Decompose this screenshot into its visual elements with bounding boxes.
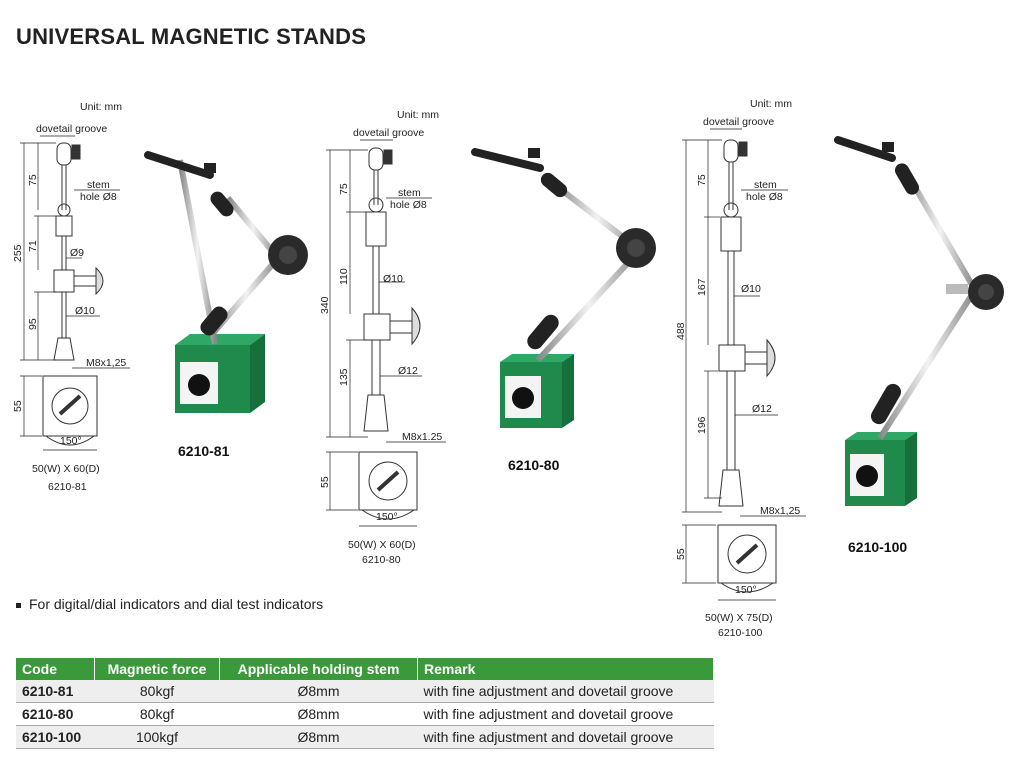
segment-1-length: 75 xyxy=(696,174,708,186)
segment-1-length: 75 xyxy=(338,183,350,195)
overall-length: 488 xyxy=(675,322,687,340)
overall-length: 255 xyxy=(12,244,24,262)
base-size: 50(W) X 60(D) xyxy=(348,539,416,551)
cell-remark: with fine adjustment and dovetail groove xyxy=(417,680,714,703)
table-row: 6210-80 80kgf Ø8mm with fine adjustment … xyxy=(16,702,714,726)
spec-table: Code Magnetic force Applicable holding s… xyxy=(16,658,714,749)
base-size: 50(W) X 60(D) xyxy=(32,463,100,475)
header-code: Code xyxy=(16,658,95,680)
drawing-code: 6210-80 xyxy=(362,554,401,566)
table-header-row: Code Magnetic force Applicable holding s… xyxy=(16,658,714,680)
cell-holding-stem: Ø8mm xyxy=(219,702,418,726)
upper-diameter: Ø10 xyxy=(741,283,761,295)
base-height: 55 xyxy=(319,476,331,488)
cell-remark: with fine adjustment and dovetail groove xyxy=(417,725,714,749)
base-height: 55 xyxy=(12,400,24,412)
cell-magnetic-force: 80kgf xyxy=(94,702,220,726)
photo-code: 6210-80 xyxy=(508,457,560,473)
stem-hole-label: hole Ø8 xyxy=(746,191,783,203)
table-row: 6210-81 80kgf Ø8mm with fine adjustment … xyxy=(16,680,714,703)
product-photo-6210-81: 6210-81 xyxy=(144,151,308,459)
upper-diameter: Ø10 xyxy=(383,273,403,285)
lower-diameter: Ø10 xyxy=(75,305,95,317)
product-drawings: Unit: mm dovetail groove xyxy=(12,98,1004,639)
thread-spec: M8x1,25 xyxy=(86,357,126,369)
unit-label: Unit: mm xyxy=(397,109,439,121)
cell-holding-stem: Ø8mm xyxy=(219,680,418,703)
header-remark: Remark xyxy=(417,658,714,680)
angle-label: 150° xyxy=(376,511,398,523)
technical-drawing-6210-100: Unit: mm dovetail groove xyxy=(675,98,806,639)
upper-diameter: Ø9 xyxy=(70,247,84,259)
segment-2-length: 167 xyxy=(696,278,708,296)
segment-2-length: 71 xyxy=(27,240,39,252)
cell-code: 6210-80 xyxy=(16,702,95,726)
stem-label: stem xyxy=(398,187,421,199)
cell-magnetic-force: 100kgf xyxy=(94,725,220,749)
segment-3-length: 135 xyxy=(338,368,350,386)
stem-label: stem xyxy=(754,179,777,191)
usage-note: For digital/dial indicators and dial tes… xyxy=(16,596,323,612)
cell-code: 6210-81 xyxy=(16,680,95,703)
technical-drawing-6210-81: Unit: mm dovetail groove xyxy=(12,101,130,493)
drawing-code: 6210-81 xyxy=(48,481,87,493)
usage-note-text: For digital/dial indicators and dial tes… xyxy=(29,596,324,612)
page-title: UNIVERSAL MAGNETIC STANDS xyxy=(16,24,367,49)
angle-label: 150° xyxy=(60,435,82,447)
dovetail-label: dovetail groove xyxy=(36,123,107,135)
segment-3-length: 196 xyxy=(696,416,708,434)
table-row: 6210-100 100kgf Ø8mm with fine adjustmen… xyxy=(16,725,714,749)
bullet-icon xyxy=(16,602,21,608)
header-magnetic-force: Magnetic force xyxy=(94,658,220,680)
cell-remark: with fine adjustment and dovetail groove xyxy=(417,702,714,726)
cell-code: 6210-100 xyxy=(16,725,95,749)
base-size: 50(W) X 75(D) xyxy=(705,612,773,624)
cell-holding-stem: Ø8mm xyxy=(219,725,418,749)
unit-label: Unit: mm xyxy=(750,98,792,110)
dovetail-label: dovetail groove xyxy=(353,127,424,139)
product-photo-6210-80: 6210-80 xyxy=(471,148,656,473)
technical-drawing-6210-80: Unit: mm dovetail groove xyxy=(319,109,446,566)
photo-code: 6210-81 xyxy=(178,443,230,459)
segment-3-length: 95 xyxy=(27,318,39,330)
cell-magnetic-force: 80kgf xyxy=(94,680,220,703)
lower-diameter: Ø12 xyxy=(398,365,418,377)
thread-spec: M8x1,25 xyxy=(760,505,800,517)
stem-label: stem xyxy=(87,179,110,191)
stem-hole-label: hole Ø8 xyxy=(80,191,117,203)
header-holding-stem: Applicable holding stem xyxy=(219,658,418,680)
product-photo-6210-100: 6210-100 xyxy=(834,136,1004,555)
lower-diameter: Ø12 xyxy=(752,403,772,415)
segment-1-length: 75 xyxy=(27,174,39,186)
thread-spec: M8x1.25 xyxy=(402,431,442,443)
segment-2-length: 110 xyxy=(338,268,350,285)
photo-code: 6210-100 xyxy=(848,539,907,555)
unit-label: Unit: mm xyxy=(80,101,122,113)
dovetail-label: dovetail groove xyxy=(703,116,774,128)
drawing-code: 6210-100 xyxy=(718,627,763,639)
base-height: 55 xyxy=(675,548,687,560)
stem-hole-label: hole Ø8 xyxy=(390,199,427,211)
angle-label: 150° xyxy=(735,584,757,596)
overall-length: 340 xyxy=(319,296,331,314)
